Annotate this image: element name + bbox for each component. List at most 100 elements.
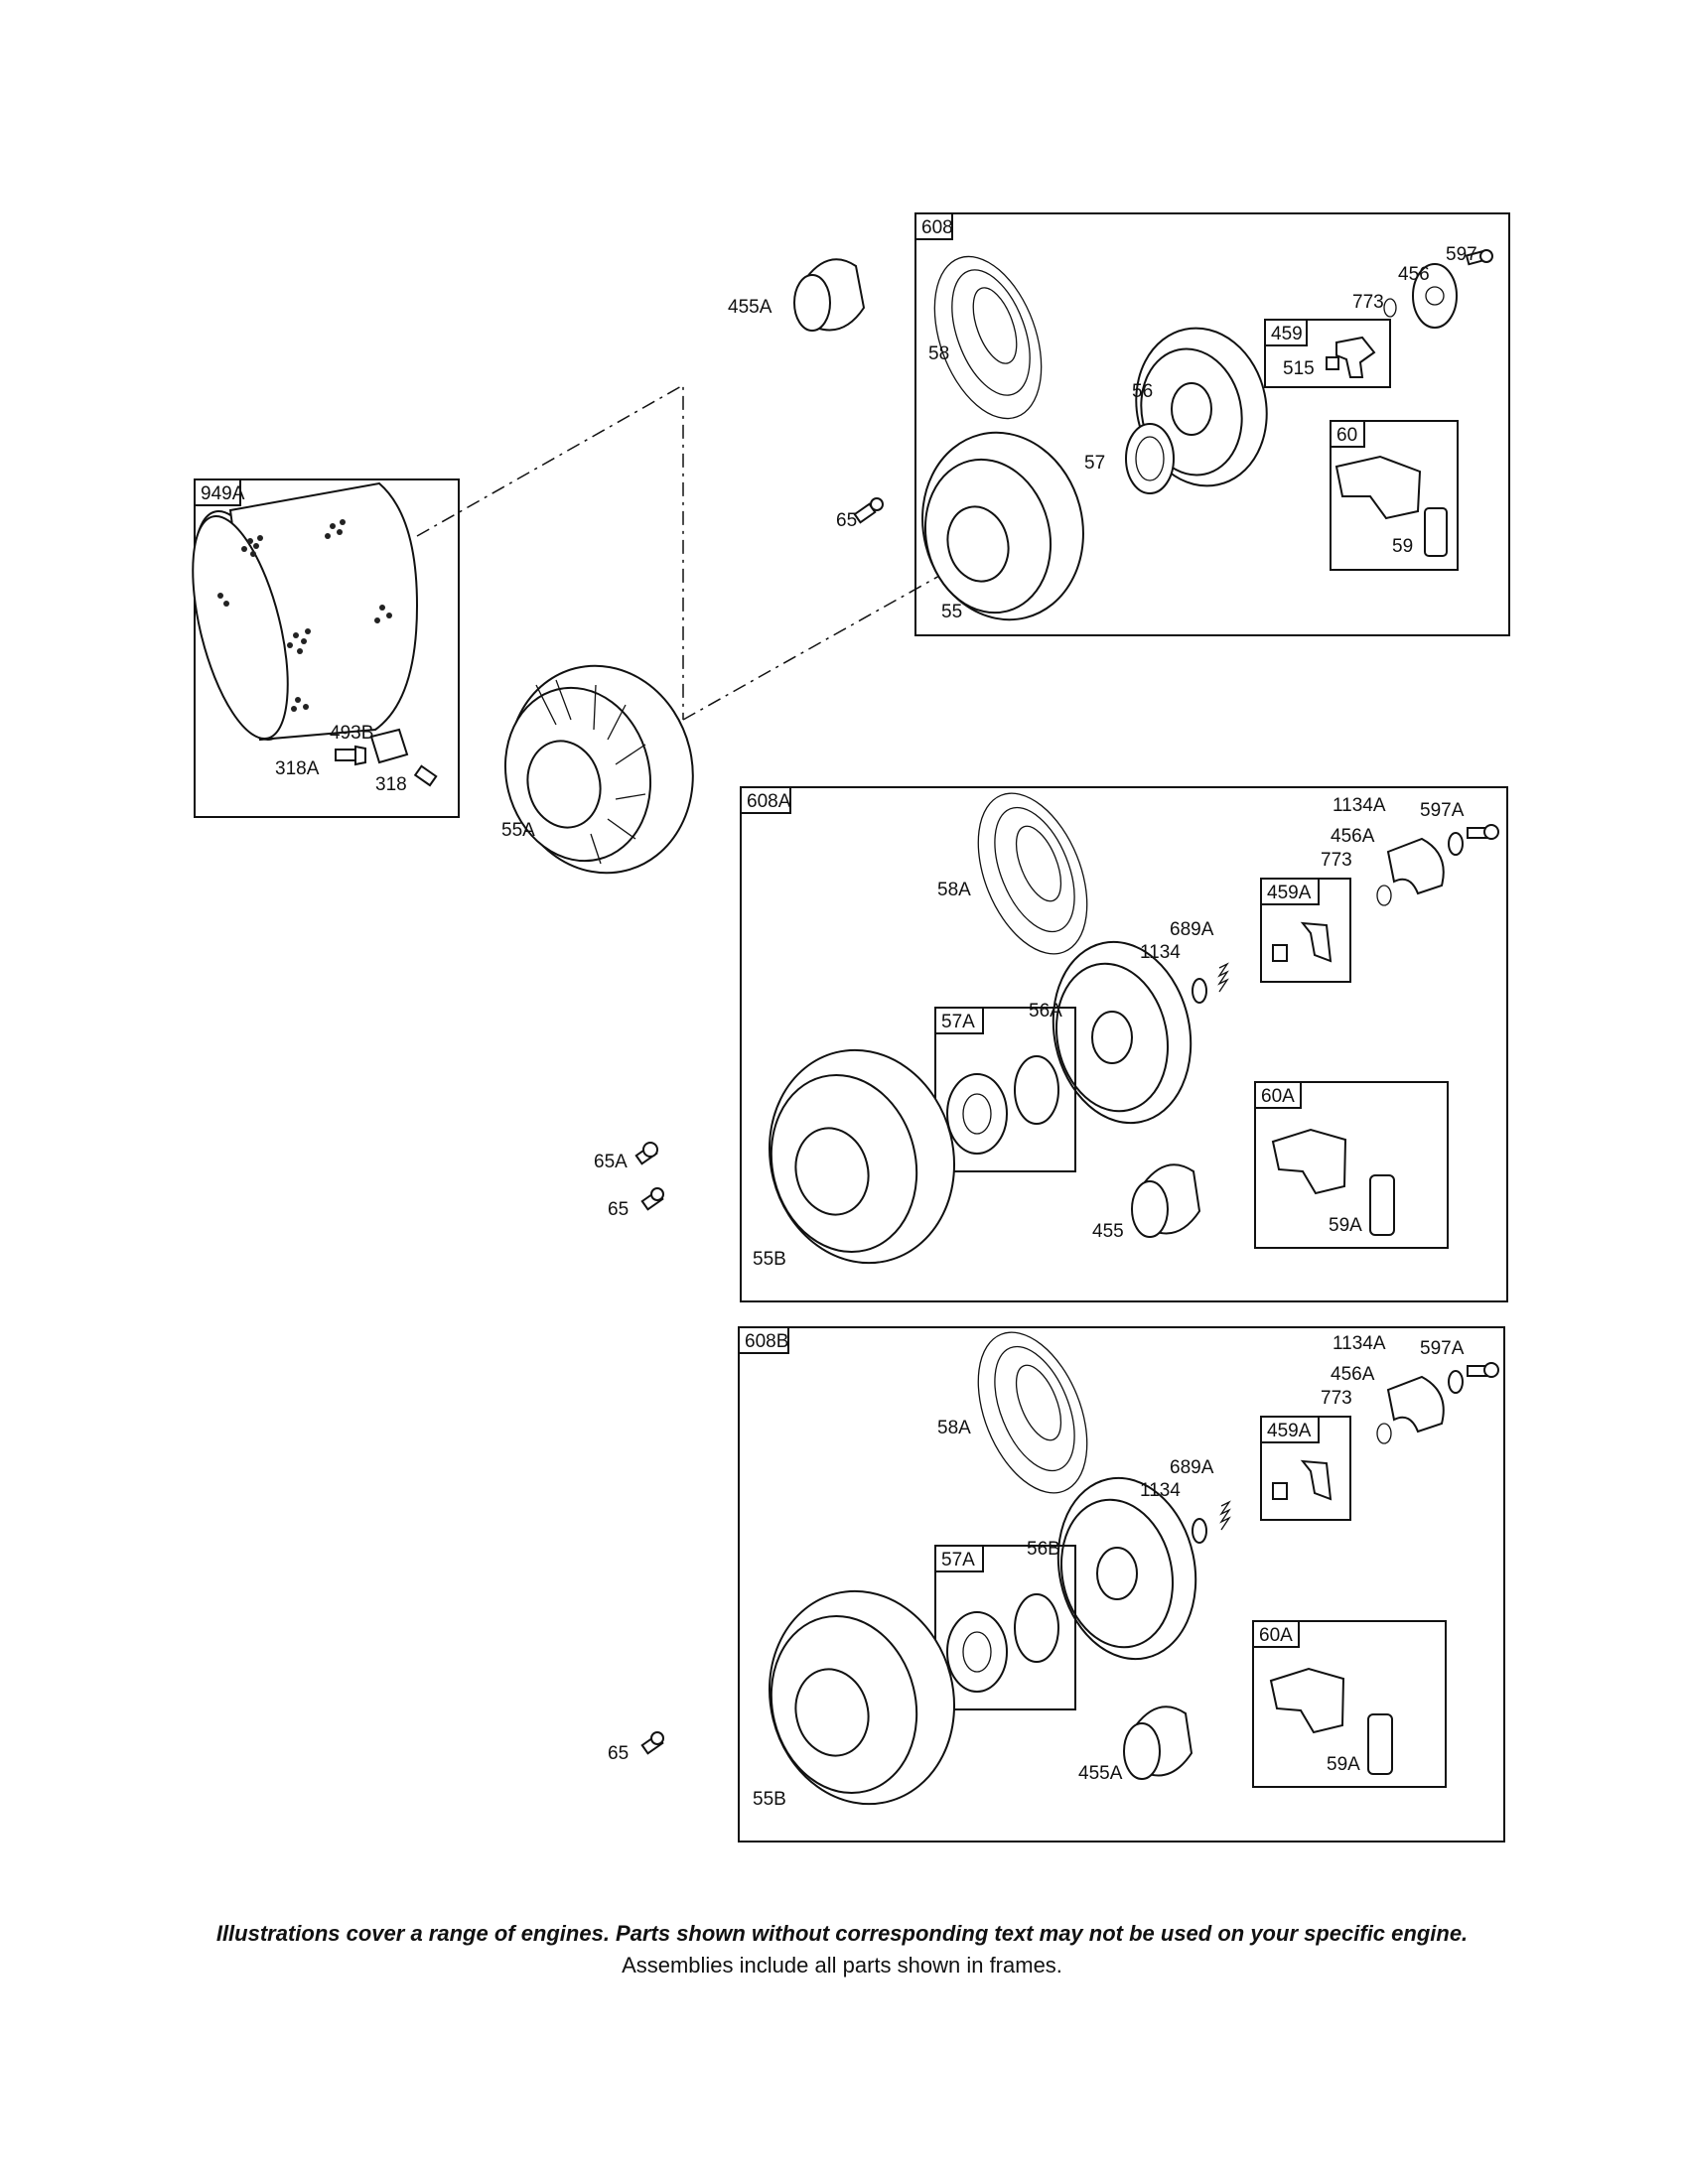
frame-459A-2: 459A bbox=[1260, 1416, 1351, 1521]
screw-318A-part bbox=[335, 745, 366, 766]
part-label-65-mid: 65 bbox=[608, 1199, 629, 1220]
frame-608: 608 bbox=[914, 212, 1510, 636]
frame-608B: 608B bbox=[738, 1326, 1505, 1843]
pulley-455A-bot-part bbox=[1123, 1706, 1193, 1780]
housing-55B-2-part bbox=[768, 1589, 956, 1806]
part-label-597: 597 bbox=[1446, 244, 1477, 265]
leader-lines bbox=[416, 383, 949, 721]
part-label-1134A-1: 1134A bbox=[1333, 795, 1386, 816]
part-label-773-2: 773 bbox=[1321, 1388, 1352, 1409]
frame-949A: 949A bbox=[194, 478, 460, 818]
part-label-59A-1: 59A bbox=[1329, 1215, 1362, 1236]
air-cleaner-cover-part bbox=[192, 481, 419, 742]
retainer-456A-1-part bbox=[1386, 837, 1445, 895]
rewind-spring-58A-1-part bbox=[977, 792, 1088, 955]
part-label-56B: 56B bbox=[1027, 1539, 1060, 1560]
pulley-455-part bbox=[1131, 1163, 1201, 1238]
screw-597-part bbox=[1465, 249, 1493, 266]
part-label-65A: 65A bbox=[594, 1152, 628, 1172]
part-label-59A-2: 59A bbox=[1327, 1754, 1360, 1775]
housing-55B-1-part bbox=[768, 1048, 956, 1265]
part-label-55B-1: 55B bbox=[753, 1249, 786, 1270]
part-label-493B: 493B bbox=[330, 723, 373, 744]
part-label-773-top: 773 bbox=[1352, 292, 1384, 313]
frame-label-459A-2: 459A bbox=[1267, 1421, 1312, 1441]
frame-60A-2: 60A bbox=[1252, 1620, 1447, 1788]
part-label-59: 59 bbox=[1392, 536, 1413, 557]
part-label-1134A-2: 1134A bbox=[1333, 1333, 1386, 1354]
pulley-56B-part bbox=[1056, 1476, 1197, 1661]
pulley-56A-part bbox=[1052, 940, 1193, 1125]
spring-689A-1-part bbox=[1217, 962, 1229, 993]
part-label-689A-1: 689A bbox=[1170, 919, 1214, 940]
pulley-455A-top-part bbox=[793, 258, 866, 332]
washer-1134-1-part bbox=[1192, 978, 1207, 1004]
rewind-spring-58-part bbox=[933, 255, 1043, 420]
frame-label-608B: 608B bbox=[745, 1331, 788, 1352]
frame-60: 60 bbox=[1330, 420, 1459, 571]
part-label-455A-top: 455A bbox=[728, 297, 772, 318]
ring-773-1-part bbox=[1376, 885, 1392, 906]
part-label-65-bot: 65 bbox=[608, 1743, 629, 1764]
bracket-493B-part bbox=[369, 728, 409, 764]
part-label-689A-2: 689A bbox=[1170, 1457, 1214, 1478]
part-label-773-1: 773 bbox=[1321, 850, 1352, 871]
retainer-456A-2-part bbox=[1386, 1375, 1445, 1433]
rewind-spring-58A-2-part bbox=[977, 1331, 1088, 1494]
ring-773-top-part bbox=[1383, 298, 1397, 318]
screw-597A-2-part bbox=[1467, 1362, 1499, 1378]
washer-1134-2-part bbox=[1192, 1518, 1207, 1544]
frame-label-60A-1: 60A bbox=[1261, 1086, 1295, 1107]
starter-housing-55A-part bbox=[503, 664, 694, 875]
frame-label-459: 459 bbox=[1271, 324, 1303, 344]
spring-cup-57-part bbox=[1125, 423, 1175, 494]
part-label-318: 318 bbox=[375, 774, 407, 795]
frame-label-949A: 949A bbox=[201, 483, 245, 504]
footer-disclaimer: Illustrations cover a range of engines. … bbox=[215, 1921, 1469, 1946]
ring-773-2-part bbox=[1376, 1423, 1392, 1444]
part-label-55A: 55A bbox=[501, 820, 535, 841]
frame-459A-1: 459A bbox=[1260, 878, 1351, 983]
housing-55-part bbox=[921, 431, 1084, 621]
frame-label-57A-2: 57A bbox=[941, 1550, 975, 1570]
part-label-58: 58 bbox=[928, 343, 949, 364]
part-label-65-top: 65 bbox=[836, 510, 857, 531]
part-label-57: 57 bbox=[1084, 453, 1105, 474]
washer-1134A-2-part bbox=[1448, 1370, 1464, 1394]
part-label-56A: 56A bbox=[1029, 1001, 1062, 1022]
part-label-58A-2: 58A bbox=[937, 1418, 971, 1438]
screw-318-part bbox=[413, 764, 438, 787]
part-label-55B-2: 55B bbox=[753, 1789, 786, 1810]
footer-assemblies-note: Assemblies include all parts shown in fr… bbox=[622, 1953, 1062, 1978]
footer: Illustrations cover a range of engines. … bbox=[0, 1921, 1684, 1979]
frame-608A: 608A bbox=[740, 786, 1508, 1302]
frame-label-60A-2: 60A bbox=[1259, 1625, 1293, 1646]
frame-label-608: 608 bbox=[921, 217, 953, 238]
part-label-597A-1: 597A bbox=[1420, 800, 1465, 821]
part-label-56: 56 bbox=[1132, 381, 1153, 402]
part-label-456A-1: 456A bbox=[1331, 826, 1375, 847]
frame-label-57A-1: 57A bbox=[941, 1012, 975, 1032]
part-label-515: 515 bbox=[1283, 358, 1315, 379]
part-label-456: 456 bbox=[1398, 264, 1430, 285]
frame-57A-2: 57A bbox=[934, 1545, 1076, 1710]
retainer-456-part bbox=[1412, 263, 1458, 329]
screw-65-mid-part bbox=[640, 1187, 664, 1211]
frame-label-60: 60 bbox=[1336, 425, 1357, 446]
part-label-318A: 318A bbox=[275, 758, 320, 779]
part-label-455: 455 bbox=[1092, 1221, 1124, 1242]
screw-65-bot-part bbox=[640, 1731, 664, 1755]
part-label-455A-bot: 455A bbox=[1078, 1763, 1123, 1784]
frame-459: 459 bbox=[1264, 319, 1391, 388]
part-label-1134-2: 1134 bbox=[1140, 1480, 1181, 1501]
washer-1134A-1-part bbox=[1448, 832, 1464, 856]
screw-597A-1-part bbox=[1467, 824, 1499, 840]
frame-label-608A: 608A bbox=[747, 791, 791, 812]
frame-57A-1: 57A bbox=[934, 1007, 1076, 1172]
spring-689A-2-part bbox=[1219, 1500, 1231, 1531]
part-label-456A-2: 456A bbox=[1331, 1364, 1375, 1385]
part-label-1134-1: 1134 bbox=[1140, 942, 1181, 963]
frame-60A-1: 60A bbox=[1254, 1081, 1449, 1249]
part-label-55: 55 bbox=[941, 602, 962, 622]
